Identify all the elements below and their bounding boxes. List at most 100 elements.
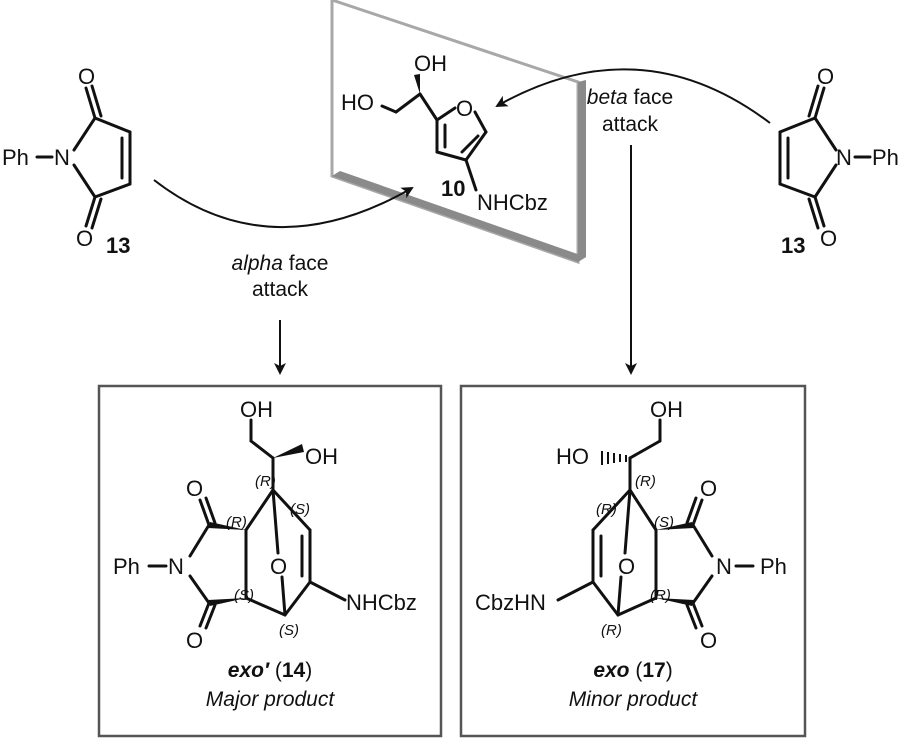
carbonyl-bond (198, 498, 211, 527)
imide-bond (188, 523, 211, 558)
chain-bond (394, 92, 422, 114)
core-bond (244, 596, 287, 617)
product-name: exo (17) (593, 659, 672, 682)
ring-bond (813, 116, 838, 152)
carbonyl-bond (813, 86, 826, 120)
chain-bond (628, 439, 662, 460)
bridge-bond (623, 488, 632, 555)
carbonyl-bond (813, 195, 826, 228)
compound-number-13: 13 (781, 233, 805, 258)
carbonyl-bond (204, 603, 217, 630)
imide-bond (188, 574, 211, 605)
wedge-bond (273, 444, 304, 458)
phenyl-label: Ph (760, 554, 787, 579)
cbzhn-label: CbzHN (475, 590, 546, 615)
maleimide-left: Ph N O O 13 (2, 64, 132, 258)
wedge-bond (656, 522, 694, 530)
hydroxyl-label: OH (414, 51, 447, 76)
ring-bond (778, 116, 817, 134)
carbonyl-bond (84, 86, 97, 120)
carbonyl-bond (84, 195, 97, 228)
stereo-descriptor: (R) (635, 473, 656, 490)
ring-bond (813, 163, 838, 199)
stereo-descriptor: (S) (234, 587, 254, 604)
nitrogen-label: N (836, 145, 852, 170)
core-bond (591, 580, 620, 617)
alpha-label-line2: attack (252, 278, 309, 301)
ring-bond (435, 106, 457, 122)
ring-bond (778, 182, 817, 199)
stereo-descriptor: (R) (601, 622, 622, 639)
ring-bond (435, 150, 468, 162)
carbonyl-bond (807, 84, 820, 118)
beta-attack-arrow (495, 68, 771, 375)
oxygen-label: O (186, 476, 203, 501)
product-box-left: OH OH (R) (S) (R) (S) (S) O O O N Ph NHC… (97, 384, 443, 738)
core-bond (271, 488, 312, 532)
ring-bond (93, 182, 132, 199)
nhcbz-label: NHCbz (477, 190, 548, 215)
furan-10: OH HO O NHCbz 10 (341, 51, 548, 215)
bridge-oxygen-label: O (270, 554, 287, 579)
ring-bond (93, 116, 132, 134)
bridge-oxygen-label: O (618, 554, 635, 579)
ring-bond (72, 116, 97, 152)
stereo-descriptor: (S) (279, 622, 299, 639)
nitrogen-label: N (54, 145, 70, 170)
core-bond (591, 488, 632, 532)
alpha-label: alpha face (232, 252, 329, 275)
carbonyl-bond (90, 84, 103, 118)
carbonyl-bond (807, 197, 820, 230)
ring-bond (72, 163, 97, 199)
wedge-bond (414, 74, 420, 94)
beta-label-line2: attack (602, 113, 659, 136)
stereo-descriptor: (R) (650, 587, 671, 604)
oxygen-label: O (817, 64, 834, 89)
product-caption: Major product (206, 688, 336, 711)
double-bond (460, 134, 480, 154)
core-bond (283, 580, 312, 617)
imide-bond (691, 574, 714, 605)
wedge-bond (208, 522, 246, 530)
carbonyl-bond (691, 601, 704, 628)
nitrogen-label: N (716, 554, 732, 579)
ring-oxygen-label: O (456, 96, 473, 121)
ring-bond (464, 130, 488, 162)
product-caption: Minor product (569, 688, 699, 711)
mirror-plane (330, 0, 586, 265)
core-bond (628, 488, 658, 532)
carbonyl-bond (691, 498, 704, 527)
carbonyl-bond (90, 197, 103, 230)
phenyl-label: Ph (2, 145, 29, 170)
chain-bond (249, 439, 275, 460)
stereo-descriptor: (S) (654, 514, 674, 531)
product-box-right: OH HO (R) (R) (S) (R) (R) O O O N Ph Cbz… (459, 384, 807, 738)
wedge-bond (656, 598, 694, 606)
hydroxyl-label: OH (305, 444, 338, 469)
oxygen-label: O (700, 628, 717, 653)
oxygen-label: O (76, 226, 93, 251)
bridge-bond (616, 575, 623, 617)
oxygen-label: O (78, 64, 95, 89)
core-bond (244, 488, 275, 532)
stereo-descriptor: (R) (596, 501, 617, 518)
core-bond (616, 596, 658, 617)
oxygen-label: O (186, 628, 203, 653)
carbonyl-bond (685, 603, 698, 630)
compound-number-13: 13 (106, 233, 130, 258)
hashed-bond (601, 451, 627, 465)
product-name: exo′ (14) (228, 659, 312, 682)
bridge-bond (280, 575, 287, 617)
nitrogen-label: N (168, 554, 184, 579)
nhcbz-label: NHCbz (346, 590, 417, 615)
oxygen-label: O (700, 476, 717, 501)
n-bond (464, 158, 478, 192)
stereo-descriptor: (R) (226, 514, 247, 531)
alpha-attack-arrow (153, 179, 414, 375)
carbonyl-bond (198, 601, 211, 628)
ho-bond (380, 104, 398, 114)
maleimide-right: Ph N O O 13 (778, 64, 899, 258)
hydroxyl-label: HO (341, 90, 374, 115)
carbonyl-bond (204, 496, 217, 525)
